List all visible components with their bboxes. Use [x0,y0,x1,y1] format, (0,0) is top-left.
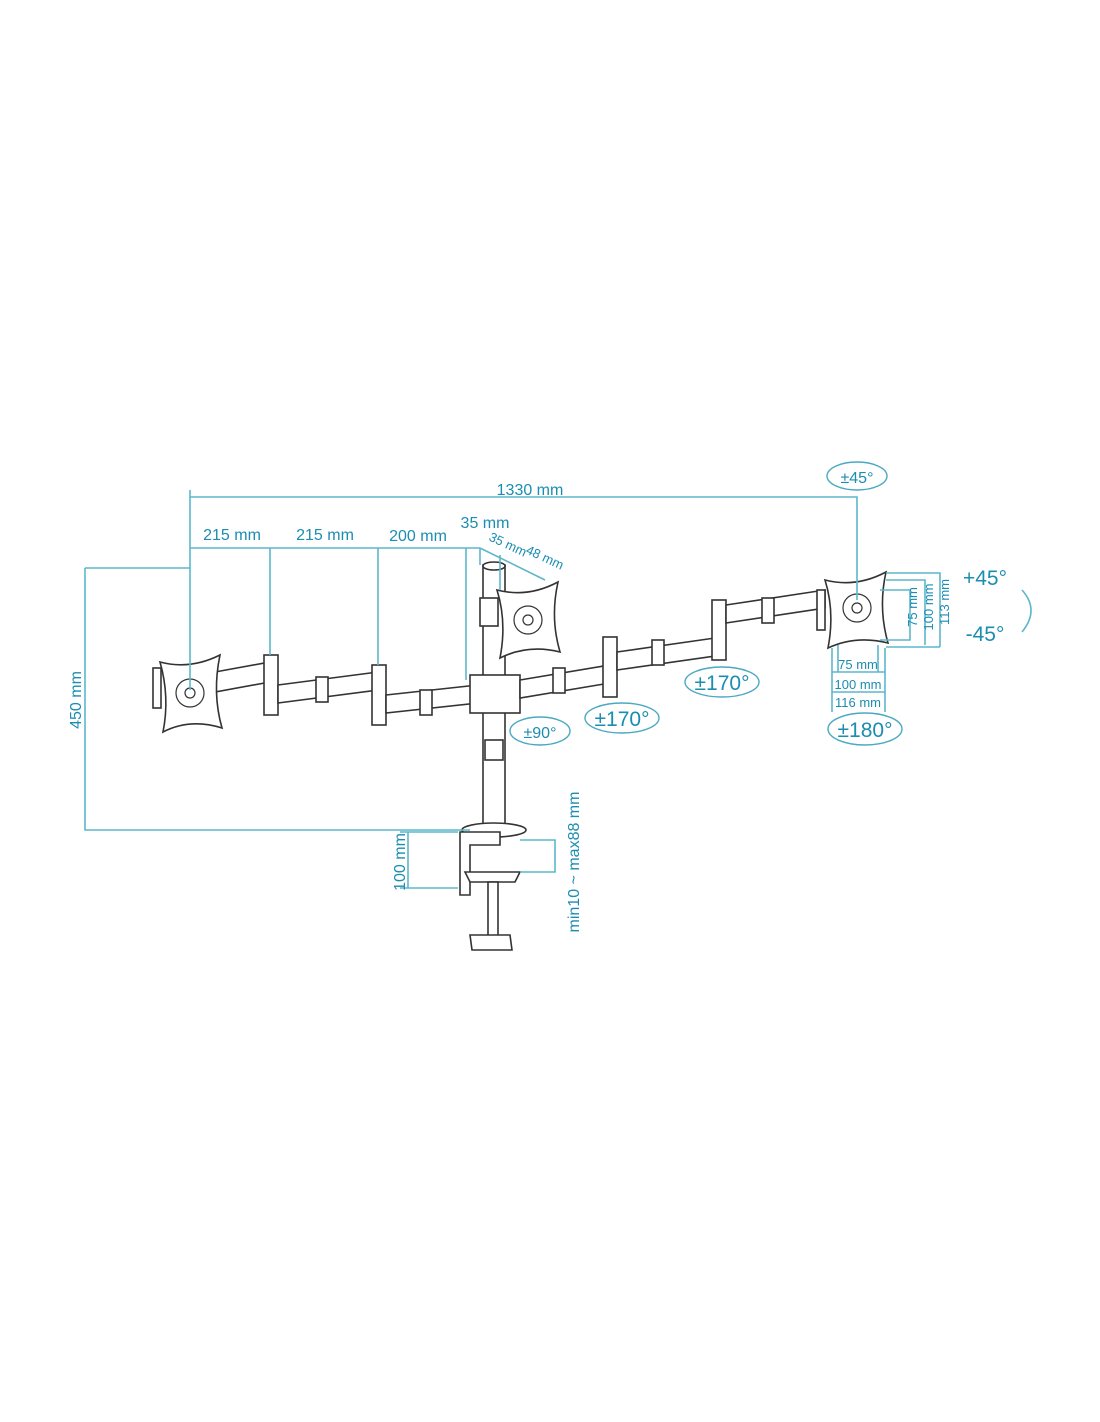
rotation-ellipse [827,712,903,746]
swivel-arm2-ellipse [684,666,760,698]
desk-thickness-label: min10 ~ max88 mm [566,792,583,933]
arm-segment-1-label: 215 mm [203,527,261,544]
mount-drawing [152,561,890,951]
tilt-down-label: -45° [966,623,1005,646]
dimension-lines [84,490,1032,889]
center-vesa-plate [479,580,562,660]
tilt-arc [1021,589,1032,633]
right-vesa-plate [816,570,890,650]
pole-offset-label: 35 mm [461,515,510,532]
arm-segment-2-label: 215 mm [296,527,354,544]
rotation-label: ±180° [838,719,893,742]
arm-segment-3-label: 200 mm [389,528,447,545]
swivel-pole-label: ±90° [524,725,557,742]
tilt-up-label: +45° [963,567,1007,590]
height-label: 450 mm [68,671,85,729]
total-width-label: 1330 mm [497,482,564,499]
vesa-v-75-label: 75 mm [905,587,920,627]
tilt-top-ellipse [826,461,888,491]
plate-h-116-label: 116 mm [835,695,881,710]
swivel-arm1-label: ±170° [595,708,650,731]
vesa-v-100-label: 100 mm [921,584,936,631]
center-offset-b-label: 48 mm [524,542,566,572]
clamp-depth-label: 100 mm [392,833,409,891]
swivel-pole-ellipse [509,716,571,746]
swivel-arm2-label: ±170° [695,672,750,695]
desk-clamp [459,822,527,951]
swivel-arm1-ellipse [584,702,660,734]
plate-v-113-label: 113 mm [937,579,952,625]
vesa-h-75-label: 75 mm [838,657,878,672]
right-arm [519,589,826,699]
pole-hub [469,674,521,714]
tilt-top-label: ±45° [841,470,874,487]
left-arm [214,654,479,726]
left-vesa-plate [152,653,224,734]
vesa-h-100-label: 100 mm [835,677,882,692]
